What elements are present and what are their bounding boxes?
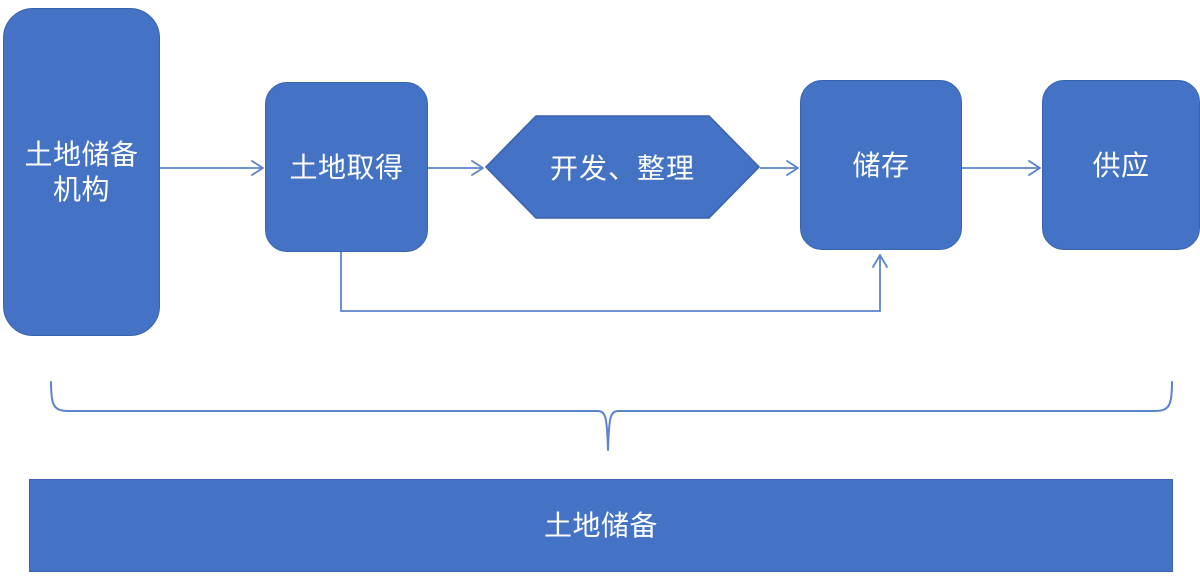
edge-store-to-supply xyxy=(962,160,1041,176)
node-storage[interactable]: 储存 xyxy=(800,80,962,250)
edge-agency-to-acquire xyxy=(160,160,264,176)
node-agency-label: 土地储备 机构 xyxy=(24,139,139,205)
edge-acquire-to-develop xyxy=(428,160,484,176)
edge-develop-to-store xyxy=(760,160,799,176)
node-land-reserve-agency[interactable]: 土地储备 机构 xyxy=(3,8,160,336)
node-supply-label: 供应 xyxy=(1092,149,1150,181)
node-develop-label: 开发、整理 xyxy=(549,153,695,184)
node-summary-land-reserve[interactable]: 土地储备 xyxy=(29,479,1173,572)
node-acquire-label: 土地取得 xyxy=(289,151,404,183)
scope-brace xyxy=(50,381,1173,451)
hexagon-shape xyxy=(485,115,760,219)
node-summary-label: 土地储备 xyxy=(543,510,658,541)
edge-acquire-to-store-bypass xyxy=(340,252,888,312)
node-supply[interactable]: 供应 xyxy=(1042,80,1200,250)
node-store-label: 储存 xyxy=(852,149,910,181)
node-land-acquisition[interactable]: 土地取得 xyxy=(265,82,428,252)
node-development-consolidation[interactable]: 开发、整理 xyxy=(485,115,760,219)
